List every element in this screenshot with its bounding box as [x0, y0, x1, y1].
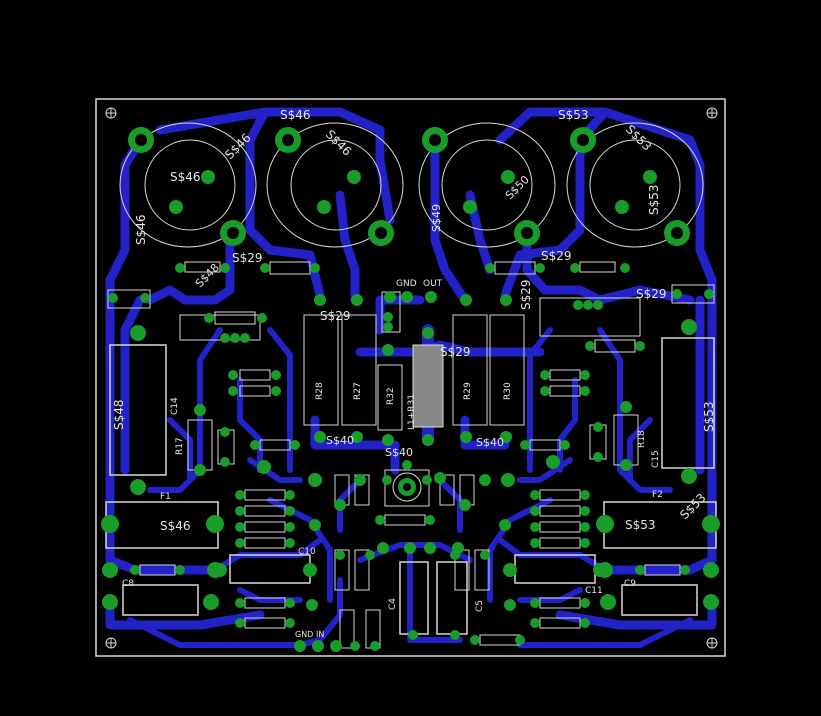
- label-r18: R18: [637, 430, 647, 448]
- label-r30: R30: [503, 382, 513, 400]
- copper-traces: [105, 107, 717, 648]
- label-s49: S$49: [430, 204, 443, 232]
- label-r17: R17: [175, 437, 185, 455]
- label-r29: R29: [463, 382, 473, 400]
- label-f1: F1: [160, 492, 171, 502]
- label-s53-f2: S$53: [625, 518, 656, 532]
- label-c10: C10: [298, 547, 316, 557]
- label-s53-top: S$53: [558, 108, 589, 122]
- label-s29-vert: S$29: [519, 279, 533, 310]
- label-s29-center-top: S$29: [320, 309, 351, 323]
- pads: [101, 127, 720, 652]
- board-outline: [95, 98, 726, 657]
- label-s48-left-small: S$48: [193, 261, 222, 290]
- label-gnd-bottom: GND: [295, 630, 313, 639]
- label-gnd-top: GND: [396, 279, 417, 289]
- label-c5: C5: [475, 600, 485, 612]
- label-s48-c14: S$48: [112, 399, 126, 430]
- power-transistors: [119, 122, 704, 248]
- label-s53-vert-right: S$53: [647, 184, 661, 215]
- label-out-top: OUT: [423, 279, 443, 289]
- label-s40-center: S$40: [385, 446, 413, 459]
- label-s46-vert-left: S$46: [134, 214, 148, 245]
- label-in-bottom: IN: [316, 630, 324, 639]
- label-c4: C4: [388, 598, 398, 610]
- label-s46-f1: S$46: [160, 519, 191, 533]
- mounting-holes: [105, 107, 718, 649]
- label-r32: R32: [386, 387, 396, 405]
- label-s29-far-right: S$29: [636, 287, 667, 301]
- label-c8: C8: [122, 579, 134, 589]
- label-s29-left: S$29: [232, 251, 263, 265]
- label-r28: R28: [315, 382, 325, 400]
- label-s53-c15: S$53: [702, 401, 716, 432]
- label-c15: C15: [651, 450, 661, 468]
- label-l1-r31: L1+R31: [407, 394, 417, 430]
- label-s40-left: S$40: [326, 434, 354, 447]
- label-f2: F2: [652, 490, 663, 500]
- label-s46-rot-b: S$46: [323, 127, 354, 158]
- label-s29-center: S$29: [440, 345, 471, 359]
- label-c11: C11: [585, 586, 603, 596]
- label-s40-right: S$40: [476, 436, 504, 449]
- label-s46-left-transistor: S$46: [170, 170, 201, 184]
- label-c14: C14: [170, 397, 180, 415]
- label-r27: R27: [353, 382, 363, 400]
- label-s29-right: S$29: [541, 249, 572, 263]
- label-s53-rot-f2: S$53: [677, 491, 708, 522]
- label-c9: C9: [624, 579, 636, 589]
- label-s46-top-mid: S$46: [280, 108, 311, 122]
